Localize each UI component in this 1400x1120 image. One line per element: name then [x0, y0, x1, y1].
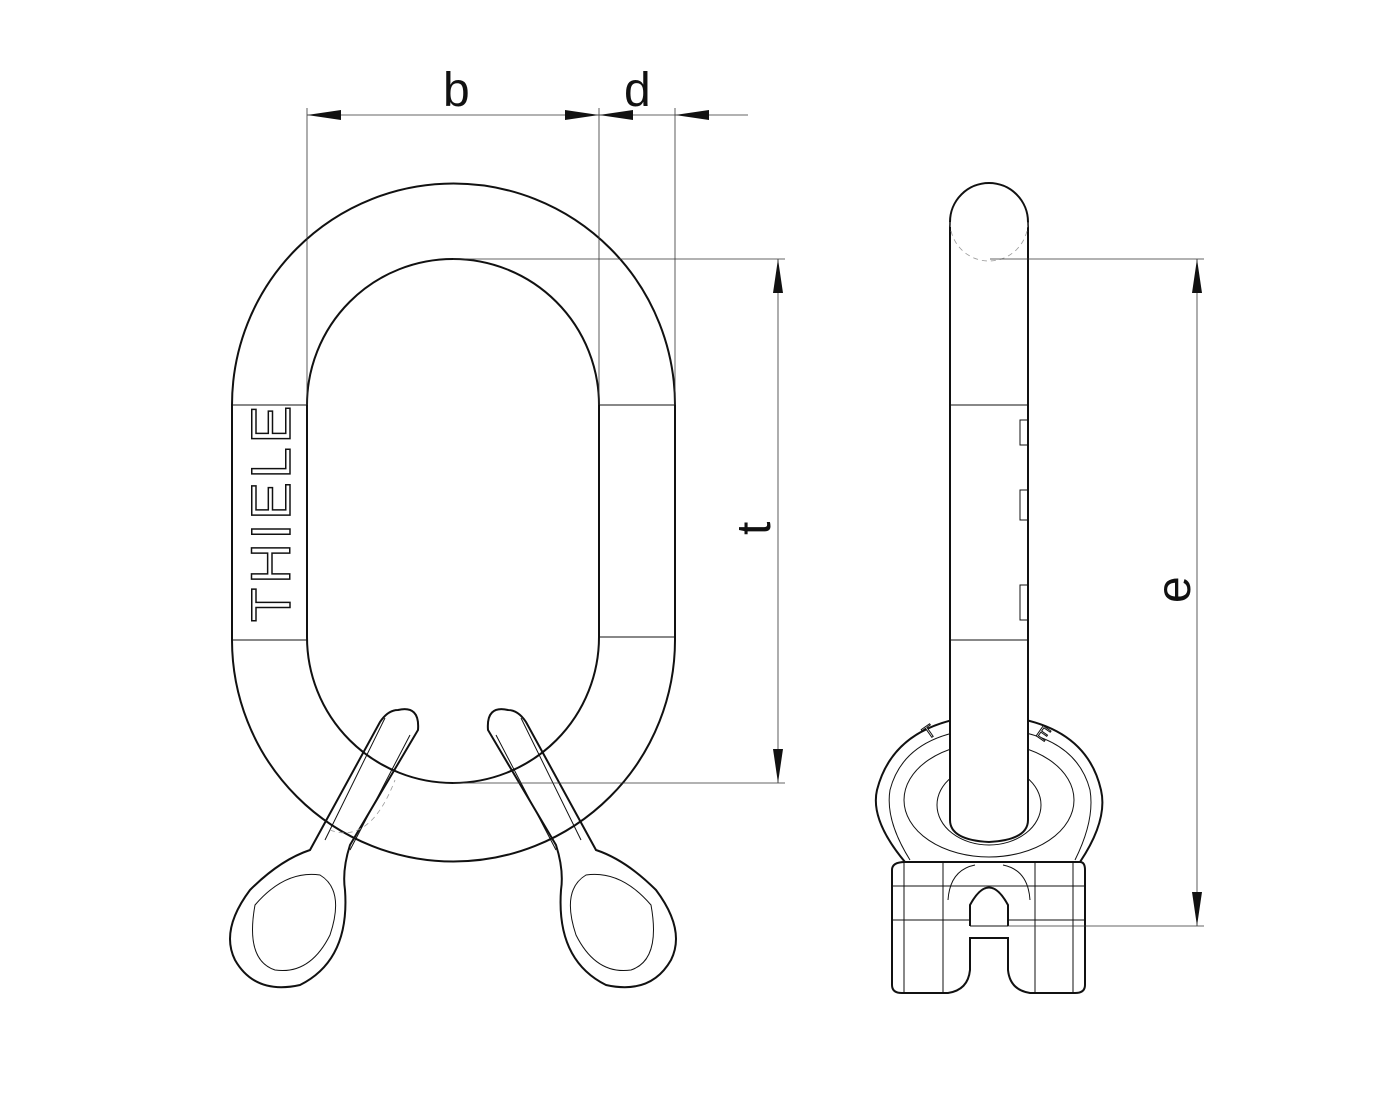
link-inner-contour [306, 258, 600, 784]
sub-link-right [486, 708, 677, 989]
logo-thiele: THIELE [239, 402, 302, 622]
master-link-side-view: T E [874, 182, 1104, 994]
dimension-lines: b d t e [306, 64, 1204, 927]
dimension-label-b: b [443, 64, 470, 117]
dimension-label-e: e [1148, 576, 1201, 603]
side-bar [949, 182, 1029, 844]
master-link-front-view: THIELE [231, 182, 676, 863]
sub-link-left [229, 708, 420, 989]
dimension-label-t: t [728, 522, 781, 535]
dimension-label-d: d [624, 64, 651, 117]
block [891, 861, 1086, 994]
